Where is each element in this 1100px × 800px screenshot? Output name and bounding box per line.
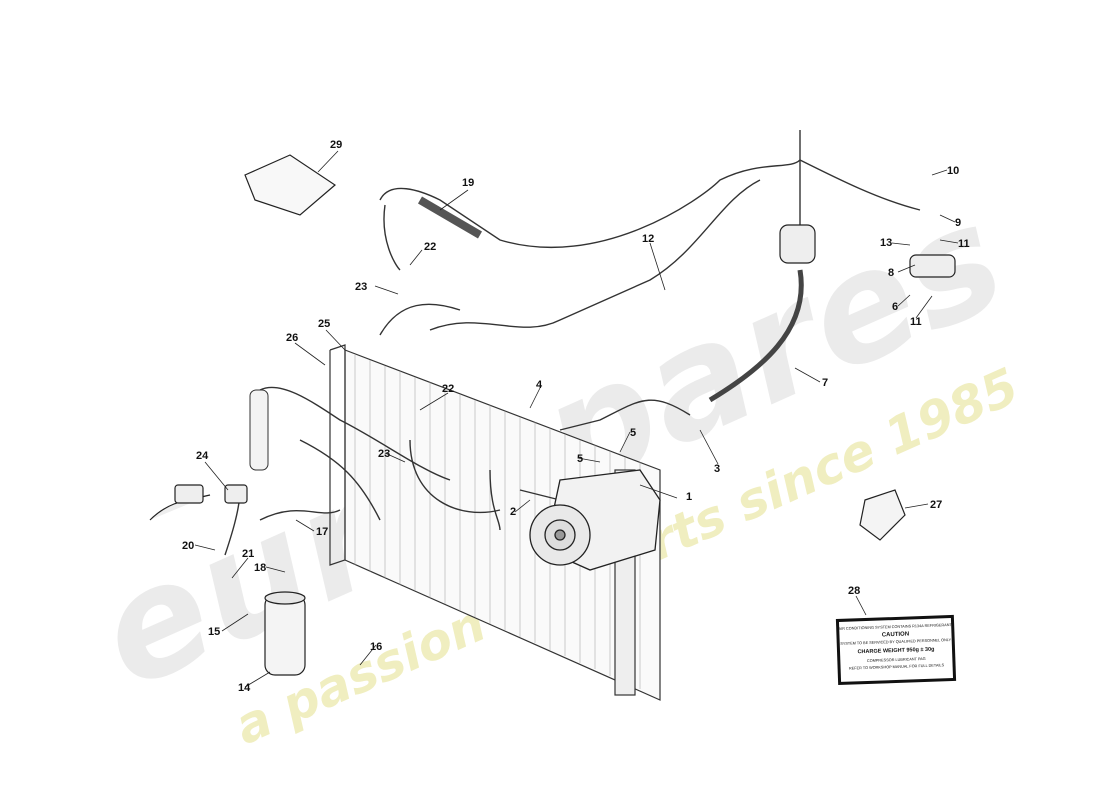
bracket	[859, 489, 906, 541]
callout-8: 8	[888, 267, 894, 279]
callout-5b: 5	[577, 453, 583, 465]
callout-2: 2	[510, 506, 516, 518]
pressure-switch	[909, 254, 956, 278]
callout-13: 13	[880, 237, 892, 249]
callout-11b: 11	[910, 316, 922, 328]
callout-19: 19	[462, 177, 474, 189]
callout-5a: 5	[630, 427, 636, 439]
callout-22a: 22	[424, 241, 436, 253]
callout-11a: 11	[958, 238, 970, 250]
callout-21: 21	[242, 548, 254, 560]
callout-22b: 22	[442, 383, 454, 395]
callout-6: 6	[892, 301, 898, 313]
callout-25: 25	[318, 318, 330, 330]
caution-label-line1: SYSTEM TO BE SERVICED BY QUALIFIED PERSO…	[840, 638, 951, 646]
compressor	[529, 469, 661, 571]
callout-15: 15	[208, 626, 220, 638]
caution-label-line2: COMPRESSOR LUBRICANT PAG	[867, 657, 926, 663]
callout-24: 24	[196, 450, 209, 462]
callout-labels: 1 2 3 4 5 5 6 7 8 9 10 11 11 12 13 14 15…	[182, 139, 970, 694]
callout-23a: 23	[355, 281, 367, 293]
callout-16: 16	[370, 641, 382, 653]
callout-26: 26	[286, 332, 298, 344]
caution-label: AIR CONDITIONING SYSTEM CONTAINS R134A R…	[835, 614, 957, 686]
leader-lines	[194, 150, 959, 688]
cover-panel	[244, 154, 336, 216]
callout-27: 27	[930, 499, 942, 511]
callout-9: 9	[955, 217, 961, 229]
caution-label-line3: REFER TO WORKSHOP MANUAL FOR FULL DETAIL…	[849, 663, 945, 670]
caution-label-charge: CHARGE WEIGHT 950g ± 30g	[857, 647, 934, 656]
accumulator	[779, 224, 816, 264]
caution-label-header: AIR CONDITIONING SYSTEM CONTAINS R134A R…	[839, 623, 953, 631]
hoses	[224, 130, 921, 556]
callout-17: 17	[316, 526, 328, 538]
callout-18: 18	[254, 562, 266, 574]
callout-14: 14	[238, 682, 251, 694]
callout-10: 10	[947, 165, 959, 177]
spring-coil	[249, 389, 269, 471]
callout-1: 1	[686, 491, 692, 503]
callout-29: 29	[330, 139, 342, 151]
callout-28: 28	[848, 585, 860, 597]
callout-23b: 23	[378, 448, 390, 460]
harness-connector	[149, 484, 248, 521]
callout-20: 20	[182, 540, 194, 552]
callout-4: 4	[536, 379, 543, 391]
callout-7: 7	[822, 377, 828, 389]
callout-3: 3	[714, 463, 720, 475]
callout-12: 12	[642, 233, 654, 245]
receiver-drier	[264, 591, 306, 676]
caution-label-title: CAUTION	[882, 631, 910, 638]
